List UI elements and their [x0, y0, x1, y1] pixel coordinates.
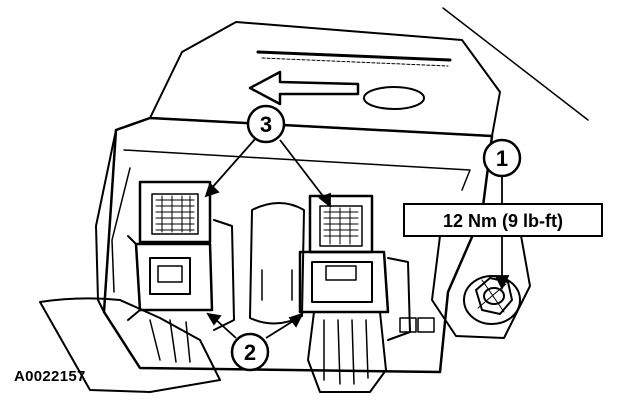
- torque-label: 12 Nm (9 lb-ft): [443, 211, 563, 231]
- module-top-face: [149, 21, 501, 137]
- center-boss: [249, 202, 305, 325]
- callout-1-number: 1: [496, 146, 508, 171]
- mounting-boss: [431, 229, 531, 339]
- reference-line: [442, 7, 589, 121]
- wire-harness-left: [39, 297, 221, 393]
- arrowhead-2b-icon: [288, 312, 304, 328]
- callout-2-number: 2: [244, 340, 256, 365]
- figure-id: A0022157: [14, 368, 86, 385]
- center-boss-detail: [261, 269, 293, 301]
- connector-right: [298, 194, 411, 341]
- arrowhead-1-icon: [494, 275, 510, 291]
- front-rim: [123, 149, 471, 191]
- callout-3-number: 3: [260, 112, 272, 137]
- connector-left: [127, 180, 235, 331]
- leader-3a: [209, 137, 257, 191]
- direction-arrow: [248, 70, 360, 106]
- oval-mark: [363, 86, 425, 110]
- callout-3: 3: [246, 104, 286, 144]
- callout-2: 2: [230, 332, 270, 372]
- callout-1: 1: [482, 138, 522, 178]
- arrowhead-3b-icon: [318, 192, 331, 208]
- wire-harness-right: [307, 311, 387, 393]
- arrowhead-3a-icon: [204, 182, 220, 198]
- arrowhead-2a-icon: [206, 312, 222, 326]
- torque-label-box: 12 Nm (9 lb-ft): [403, 203, 603, 237]
- leader-2a: [213, 317, 237, 339]
- label-band: [256, 50, 452, 67]
- bolt-icon: [475, 277, 513, 315]
- terminal-block-right: [399, 317, 435, 333]
- leader-3b: [279, 139, 327, 201]
- left-flange: [95, 129, 117, 313]
- left-flange-inner: [111, 167, 131, 293]
